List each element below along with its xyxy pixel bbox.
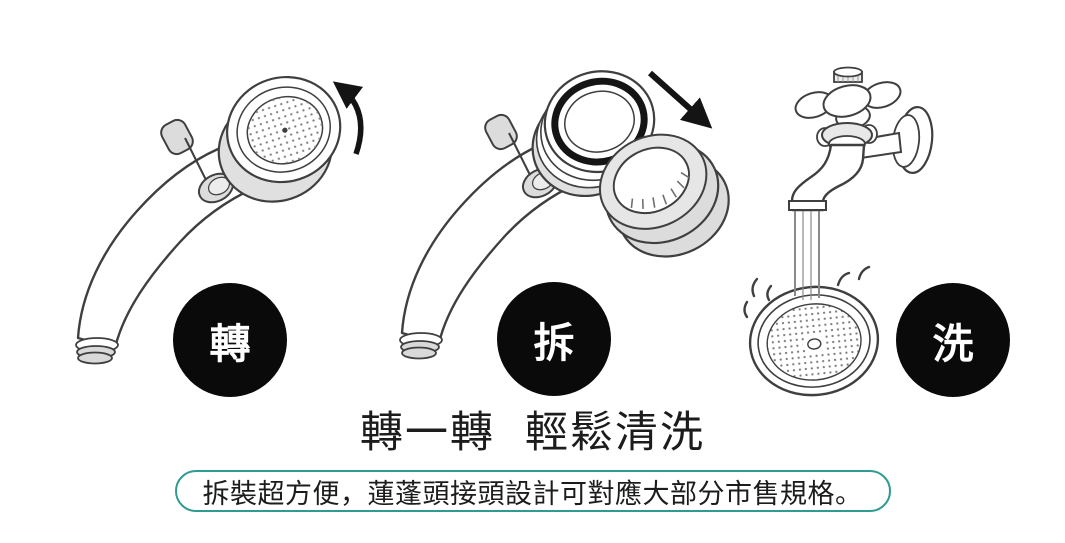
shower-plate xyxy=(748,285,880,397)
water-stream-icon xyxy=(794,211,820,300)
headline: 轉一轉 輕鬆清洗 xyxy=(360,409,705,457)
faucet-wash-illustration xyxy=(735,48,1017,406)
step-badge-label: 拆 xyxy=(533,320,575,366)
step-badge-label: 轉 xyxy=(209,321,251,367)
rotate-arrow-icon xyxy=(332,81,364,155)
cross-handle xyxy=(794,81,902,130)
note-text: 拆裝超方便，蓮蓬頭接頭設計可對應大部分市售規格。 xyxy=(202,478,863,509)
faucet-icon xyxy=(788,66,934,212)
handle-coupling xyxy=(75,337,119,365)
step-badge-label: 洗 xyxy=(932,321,974,367)
shower-handle xyxy=(75,118,256,365)
note-pill: 拆裝超方便，蓮蓬頭接頭設計可對應大部分市售規格。 xyxy=(174,470,891,512)
step-badge-rotate: 轉 xyxy=(173,283,287,397)
detach-arrow-icon xyxy=(648,70,713,129)
spout-lip xyxy=(788,200,827,211)
splash-marks-icon xyxy=(743,265,871,319)
shower-handle xyxy=(399,113,580,360)
showerhead-detach-illustration xyxy=(390,53,738,391)
detached-cap-ring xyxy=(598,133,730,258)
mode-toggle xyxy=(484,113,559,199)
step-badge-detach: 拆 xyxy=(497,282,611,396)
shower-head-face xyxy=(217,75,342,203)
showerhead-rotate-illustration xyxy=(58,58,380,392)
step-badge-wash: 洗 xyxy=(896,283,1010,397)
handle-coupling xyxy=(399,332,443,360)
mode-toggle xyxy=(160,118,235,204)
